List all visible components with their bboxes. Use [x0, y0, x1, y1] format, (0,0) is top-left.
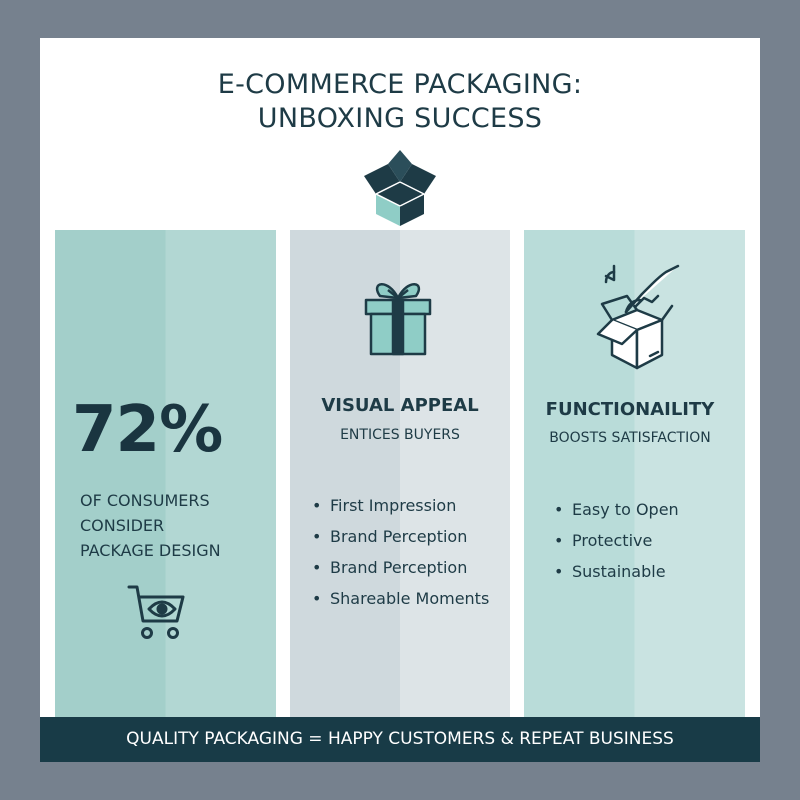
list-item: Shareable Moments — [312, 583, 489, 614]
hand-opening-box-icon — [596, 264, 680, 370]
gift-box-icon — [364, 283, 432, 356]
list-item: Brand Perception — [312, 552, 489, 583]
stat-line-3: PACKAGE DESIGN — [80, 541, 221, 560]
title-line-2: UNBOXING SUCCESS — [257, 103, 543, 134]
shopping-cart-eye-icon — [127, 585, 185, 639]
stat-line-2: CONSIDER — [80, 516, 165, 535]
list-item: Sustainable — [554, 556, 679, 587]
visual-appeal-subtitle: ENTICES BUYERS — [340, 427, 460, 443]
list-item: Brand Perception — [312, 521, 489, 552]
open-box-icon — [364, 150, 436, 226]
stat-column — [55, 230, 276, 717]
functionality-title: FUNCTIONAILITY — [545, 399, 715, 420]
list-item: First Impression — [312, 490, 489, 521]
infographic-card: E-COMMERCE PACKAGING: UNBOXING SUCCESS 7… — [40, 38, 760, 762]
functionality-list: Easy to Open Protective Sustainable — [554, 494, 679, 587]
stat-line-1: OF CONSUMERS — [80, 491, 210, 510]
list-item: Easy to Open — [554, 494, 679, 525]
footer-banner: QUALITY PACKAGING = HAPPY CUSTOMERS & RE… — [40, 717, 760, 762]
page-title: E-COMMERCE PACKAGING: UNBOXING SUCCESS — [40, 68, 760, 136]
visual-appeal-title: VISUAL APPEAL — [321, 395, 479, 416]
visual-appeal-list: First Impression Brand Perception Brand … — [312, 490, 489, 614]
list-item: Protective — [554, 525, 679, 556]
stat-value: 72% — [72, 393, 223, 467]
stat-description: OF CONSUMERS CONSIDER PACKAGE DESIGN — [80, 488, 280, 563]
functionality-subtitle: BOOSTS SATISFACTION — [549, 430, 711, 446]
title-line-1: E-COMMERCE PACKAGING: — [217, 69, 583, 100]
